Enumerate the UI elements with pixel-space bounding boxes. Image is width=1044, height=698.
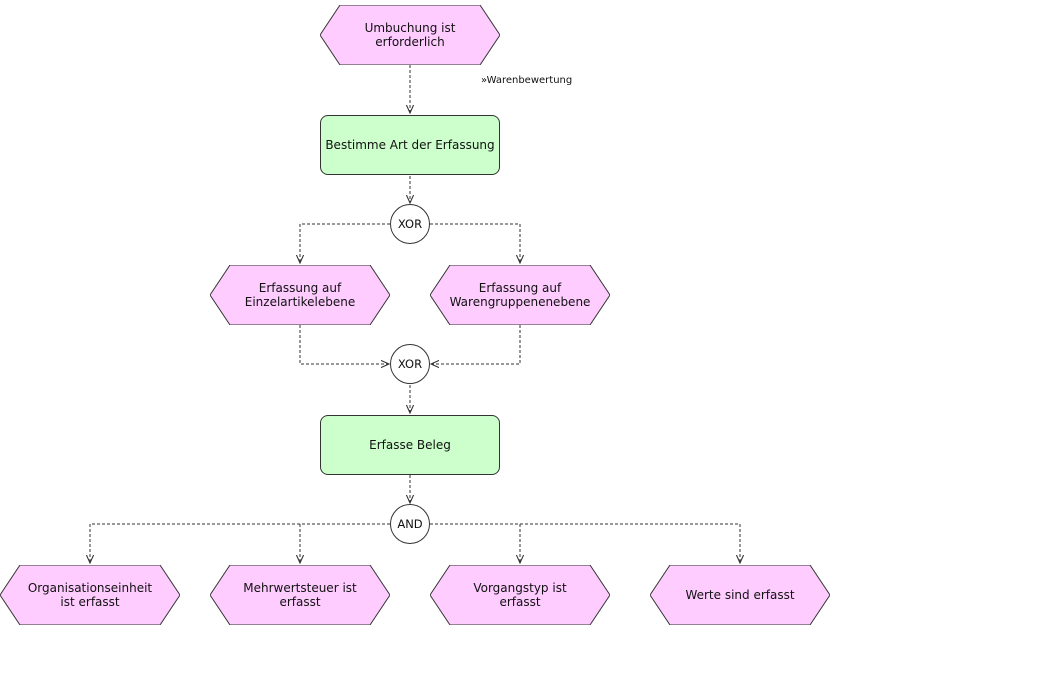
edge-warengruppe-xor-join: [431, 325, 521, 364]
event-label: Erfassung auf Einzelartikelebene: [244, 281, 356, 309]
edge-and-vorgangstyp: [430, 523, 520, 563]
event-label: Werte sind erfasst: [685, 588, 795, 602]
hexagon-shape: [210, 565, 390, 625]
gate-label: AND: [397, 517, 423, 531]
edge-and-werte: [430, 523, 740, 563]
process-link-warenbewertung[interactable]: »Warenbewertung: [481, 75, 573, 86]
hexagon-shape: [0, 565, 180, 625]
gate-and-split[interactable]: AND: [390, 504, 430, 544]
gate-label: XOR: [397, 217, 423, 231]
event-vorgangstyp-erfasst[interactable]: Vorgangstyp ist erfasst: [430, 565, 610, 625]
edge-and-mwst: [300, 523, 390, 563]
event-label: Organisationseinheit ist erfasst: [27, 581, 153, 609]
gate-xor-split[interactable]: XOR: [390, 204, 430, 244]
hexagon-shape: [430, 565, 610, 625]
event-umbuchung-erforderlich[interactable]: Umbuchung ist erforderlich: [320, 5, 500, 65]
function-label: Erfasse Beleg: [369, 438, 451, 452]
gate-label: XOR: [397, 357, 423, 371]
function-erfasse-beleg[interactable]: Erfasse Beleg: [320, 415, 500, 475]
event-label: Umbuchung ist erforderlich: [364, 21, 456, 49]
edge-einzelartikel-xor-join: [299, 325, 389, 364]
edge-xor-split-einzelartikel: [300, 223, 390, 263]
event-erfassung-einzelartikel[interactable]: Erfassung auf Einzelartikelebene: [210, 265, 390, 325]
event-mehrwertsteuer-erfasst[interactable]: Mehrwertsteuer ist erfasst: [210, 565, 390, 625]
edge-xor-split-warengruppe: [430, 223, 520, 263]
gate-xor-join[interactable]: XOR: [390, 344, 430, 384]
hexagon-shape: [430, 265, 610, 325]
hexagon-shape: [650, 565, 830, 625]
event-label: Erfassung auf Warengruppenenebene: [449, 281, 591, 309]
event-label: Mehrwertsteuer ist erfasst: [243, 581, 357, 609]
event-werte-erfasst[interactable]: Werte sind erfasst: [650, 565, 830, 625]
event-organisationseinheit-erfasst[interactable]: Organisationseinheit ist erfasst: [0, 565, 180, 625]
hexagon-shape: [320, 5, 500, 65]
function-bestimme-art[interactable]: Bestimme Art der Erfassung: [320, 115, 500, 175]
function-label: Bestimme Art der Erfassung: [325, 138, 495, 152]
event-erfassung-warengruppe[interactable]: Erfassung auf Warengruppenenebene: [430, 265, 610, 325]
event-label: Vorgangstyp ist erfasst: [473, 581, 567, 609]
edge-and-orgeinheit: [90, 523, 390, 563]
hexagon-shape: [210, 265, 390, 325]
